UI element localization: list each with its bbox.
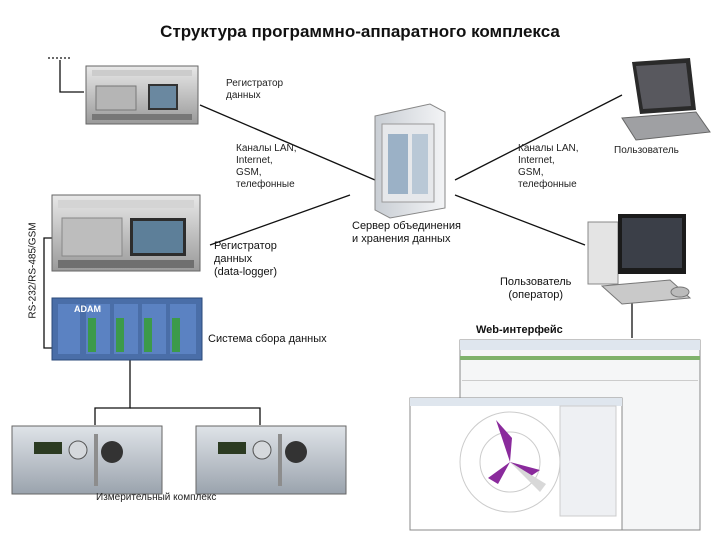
registrar-main-device: [51, 194, 201, 272]
line-adam-meas2: [130, 407, 261, 425]
label-server: Сервер объединения и хранения данных: [352, 220, 461, 245]
laptop-device: [621, 58, 711, 141]
measuring-device-2: [195, 425, 347, 495]
line-logger-server: [209, 194, 351, 246]
line-server-laptop: [454, 94, 623, 181]
line-server-operator: [454, 194, 586, 246]
server-device: [374, 103, 446, 219]
label-user-top: Пользователь: [614, 145, 679, 156]
label-channels-left: Каналы LAN, Internet, GSM, телефонные: [236, 143, 297, 190]
registrar-top-device: [85, 65, 199, 125]
line-rs-bracket: [43, 237, 58, 349]
label-registrar-main: Регистратор данных (data-logger): [214, 240, 277, 278]
label-channels-right: Каналы LAN, Internet, GSM, телефонные: [518, 143, 579, 190]
measuring-device-1: [11, 425, 163, 495]
line-reg-top: [59, 60, 84, 93]
acquisition-modules: ADAM: [51, 297, 203, 361]
line-reg-server: [199, 104, 376, 181]
adam-brand-label: ADAM: [74, 304, 101, 314]
connection-lines: [43, 57, 633, 425]
label-web-interface: Web-интерфейс: [476, 324, 563, 336]
operator-workstation: [587, 214, 692, 305]
web-interface-screens: [409, 339, 701, 531]
label-registrar-top: Регистратор данных: [226, 78, 284, 101]
label-interface-vertical: RS-232/RS-485/GSM: [27, 222, 39, 319]
label-acquisition: Система сбора данных: [208, 333, 327, 345]
label-operator: Пользователь (оператор): [500, 276, 572, 301]
label-measuring: Измерительный комплекс: [96, 492, 217, 503]
diagram-title: Структура программно-аппаратного комплек…: [160, 22, 560, 41]
line-adam-meas1: [94, 360, 131, 425]
